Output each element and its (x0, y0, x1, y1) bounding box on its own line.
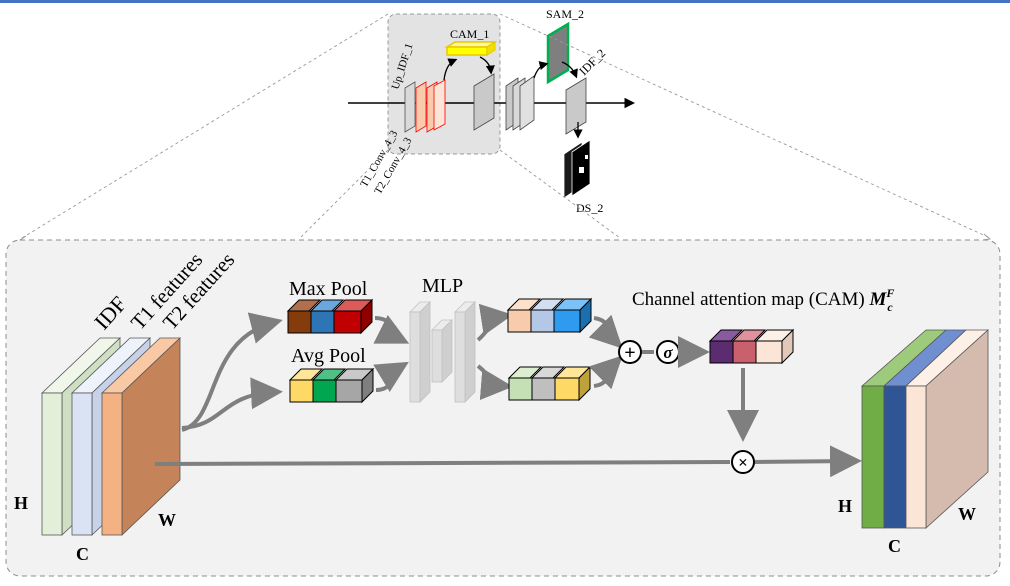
avg-pool-label: Avg Pool (291, 345, 366, 367)
cam-vector (708, 328, 795, 365)
h-right-label: H (838, 496, 852, 516)
sam2-in-arrow (533, 61, 549, 79)
cam1-label: CAM_1 (450, 27, 489, 41)
multiply-symbol: × (738, 453, 748, 472)
h-left-label: H (14, 493, 28, 513)
guide-arrowhead-right (982, 233, 992, 241)
sigma-symbol: σ (663, 343, 673, 362)
zoom-guides (21, 13, 991, 239)
sum-operator (618, 340, 642, 364)
max-pool-vector (286, 298, 374, 335)
sam2-block (546, 21, 570, 85)
mlp-to-bottom-arrow (476, 364, 513, 401)
output-feature-stack (860, 329, 990, 529)
mlp-to-top-arrow (476, 303, 513, 342)
cam1-block (444, 41, 498, 56)
idf2-slab (565, 77, 587, 135)
maxpool-to-mlp-arrow (373, 314, 410, 344)
sum-symbol: + (624, 342, 635, 364)
to-avgpool-arrow (181, 377, 283, 430)
idf2-label: IDF_2 (576, 46, 608, 78)
w-right-label: W (958, 504, 976, 524)
avgpool-to-mlp-arrow (373, 361, 409, 393)
mlp-block (409, 301, 476, 403)
c-right-label: C (888, 536, 901, 556)
ds2-output (563, 139, 591, 199)
max-pool-label: Max Pool (289, 278, 368, 300)
sam2-label: SAM_2 (546, 7, 584, 21)
mlp-output-top (506, 297, 593, 334)
avg-pool-vector (288, 367, 375, 404)
sam2-out-arrow (561, 61, 578, 79)
skip-connection-line (154, 460, 731, 466)
multiply-operator (731, 450, 755, 474)
bottom-to-sum-arrow (588, 355, 623, 390)
ds2-label: DS_2 (576, 201, 603, 215)
top-rule (0, 0, 1010, 3)
mlp-output-bottom (507, 365, 592, 402)
cam1-in-arrow (443, 58, 458, 81)
concat-slabs (505, 75, 535, 131)
refined-slab (473, 73, 495, 131)
overview-network: CAM_1 SAM_2 IDF_2 DS_2 Up_IDF_1 T1_Conv_ (348, 7, 635, 215)
w-left-label: W (158, 510, 176, 530)
input-feature-stack (40, 337, 182, 536)
cam1-out-arrow (479, 56, 495, 75)
mlp-label: MLP (422, 275, 463, 297)
multiply-to-output-arrow (754, 445, 862, 478)
c-left-label: C (76, 544, 89, 564)
to-maxpool-arrow (181, 312, 283, 432)
top-to-sum-arrow (588, 314, 623, 349)
input-slabs (404, 79, 446, 133)
